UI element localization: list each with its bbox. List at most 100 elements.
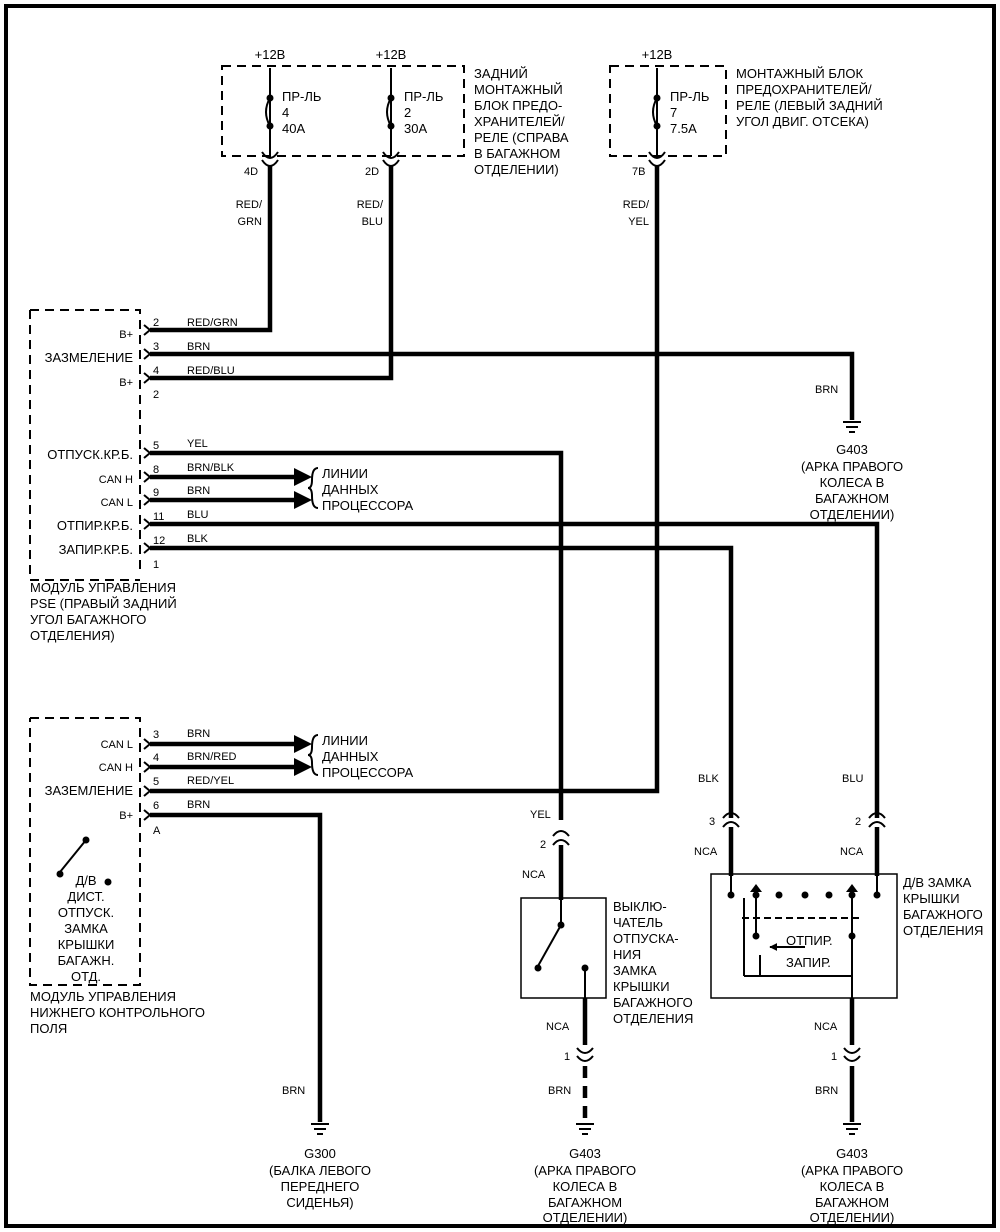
svg-text:G300: G300 xyxy=(304,1146,336,1161)
svg-text:12: 12 xyxy=(153,535,165,547)
svg-text:7: 7 xyxy=(670,105,677,120)
svg-text:RED/: RED/ xyxy=(357,199,384,211)
ground-g403-top: BRN G403 (АРКА ПРАВОГО КОЛЕСА В БАГАЖНОМ… xyxy=(801,384,903,522)
ground-icon xyxy=(576,1123,594,1135)
svg-text:ОТДЕЛЕНИИ): ОТДЕЛЕНИИ) xyxy=(474,162,559,177)
svg-text:RED/GRN: RED/GRN xyxy=(187,317,238,329)
svg-text:BRN: BRN xyxy=(187,728,210,740)
ground-g403-switch: G403 (АРКА ПРАВОГО КОЛЕСА В БАГАЖНОМ ОТД… xyxy=(534,1123,636,1225)
svg-text:NCA: NCA xyxy=(546,1021,570,1033)
svg-text:(АРКА ПРАВОГО: (АРКА ПРАВОГО xyxy=(801,1163,903,1178)
svg-text:ЗАПИР.КР.Б.: ЗАПИР.КР.Б. xyxy=(59,542,133,557)
svg-text:YEL: YEL xyxy=(628,216,649,228)
svg-text:ЗАМКА: ЗАМКА xyxy=(64,921,108,936)
svg-text:G403: G403 xyxy=(836,442,868,457)
svg-text:БАГАЖН.: БАГАЖН. xyxy=(58,953,115,968)
svg-text:КРЫШКИ: КРЫШКИ xyxy=(903,891,960,906)
svg-text:ПРЕДОХРАНИТЕЛЕЙ/: ПРЕДОХРАНИТЕЛЕЙ/ xyxy=(736,82,872,97)
svg-text:BRN: BRN xyxy=(548,1085,571,1097)
lower-control-module: CAN L CAN H ЗАЗЕМЛЕНИЕ B+ 3 4 5 6 A BRN … xyxy=(29,717,237,1036)
svg-text:ОТДЕЛЕНИИ): ОТДЕЛЕНИИ) xyxy=(810,507,895,522)
svg-text:ОТПУСК.КР.Б.: ОТПУСК.КР.Б. xyxy=(47,447,133,462)
svg-text:БАГАЖНОГО: БАГАЖНОГО xyxy=(903,907,983,922)
svg-text:1: 1 xyxy=(831,1051,837,1063)
svg-text:МОДУЛЬ УПРАВЛЕНИЯ: МОДУЛЬ УПРАВЛЕНИЯ xyxy=(30,989,176,1004)
svg-text:3: 3 xyxy=(153,341,159,353)
wire-blu xyxy=(150,521,880,818)
svg-text:ВЫКЛЮ-: ВЫКЛЮ- xyxy=(613,899,667,914)
svg-text:BRN: BRN xyxy=(282,1085,305,1097)
svg-text:РЕЛЕ (ЛЕВЫЙ ЗАДНИЙ: РЕЛЕ (ЛЕВЫЙ ЗАДНИЙ xyxy=(736,98,883,113)
svg-text:BRN/RED: BRN/RED xyxy=(187,751,237,763)
svg-text:УГОЛ БАГАЖНОГО: УГОЛ БАГАЖНОГО xyxy=(30,612,146,627)
svg-text:GRN: GRN xyxy=(238,216,263,228)
svg-text:G403: G403 xyxy=(569,1146,601,1161)
svg-text:40A: 40A xyxy=(282,121,305,136)
svg-text:4D: 4D xyxy=(244,166,258,178)
svg-text:ПОЛЯ: ПОЛЯ xyxy=(30,1021,67,1036)
svg-text:11: 11 xyxy=(153,511,164,523)
svg-text:ПРОЦЕССОРА: ПРОЦЕССОРА xyxy=(322,765,414,780)
svg-text:ОТДЕЛЕНИИ): ОТДЕЛЕНИИ) xyxy=(810,1210,895,1225)
fuse-connectors: 4D 2D 7B xyxy=(244,151,666,178)
data-lines-label: ЛИНИИ ДАННЫХ ПРОЦЕССОРА xyxy=(307,733,414,780)
ground-g300: BRN G300 (БАЛКА ЛЕВОГО ПЕРЕДНЕГО СИДЕНЬЯ… xyxy=(269,1085,371,1210)
remote-release-switch-icon xyxy=(56,836,112,886)
svg-text:CAN H: CAN H xyxy=(99,474,133,486)
svg-text:МОДУЛЬ УПРАВЛЕНИЯ: МОДУЛЬ УПРАВЛЕНИЯ xyxy=(30,580,176,595)
svg-text:RED/: RED/ xyxy=(236,199,263,211)
svg-text:YEL: YEL xyxy=(530,809,551,821)
wire-red-blu xyxy=(150,165,394,381)
svg-text:CAN L: CAN L xyxy=(101,497,133,509)
svg-text:ПР-ЛЬ: ПР-ЛЬ xyxy=(670,89,709,104)
svg-text:ЗАЗЕМЛЕНИЕ: ЗАЗЕМЛЕНИЕ xyxy=(45,783,134,798)
svg-text:ДАННЫХ: ДАННЫХ xyxy=(322,482,379,497)
svg-text:BRN/BLK: BRN/BLK xyxy=(187,462,235,474)
svg-text:БАГАЖНОМ: БАГАЖНОМ xyxy=(815,1195,889,1210)
ground-icon xyxy=(843,421,861,433)
svg-text:RED/BLU: RED/BLU xyxy=(187,365,235,377)
svg-text:2: 2 xyxy=(855,816,861,828)
svg-text:ДИСТ.: ДИСТ. xyxy=(67,889,104,904)
svg-text:2: 2 xyxy=(153,389,159,401)
svg-text:БАГАЖНОМ: БАГАЖНОМ xyxy=(548,1195,622,1210)
svg-text:BLU: BLU xyxy=(187,509,208,521)
svg-text:НИЯ: НИЯ xyxy=(613,947,641,962)
svg-text:CAN L: CAN L xyxy=(101,739,133,751)
svg-text:КОЛЕСА В: КОЛЕСА В xyxy=(553,1179,618,1194)
wire-brn-g300 xyxy=(150,812,323,1122)
svg-text:ЗАЗМЕЛЕНИЕ: ЗАЗМЕЛЕНИЕ xyxy=(45,350,134,365)
svg-text:ОТДЕЛЕНИИ): ОТДЕЛЕНИИ) xyxy=(543,1210,628,1225)
wire-yel xyxy=(150,450,564,820)
svg-text:7B: 7B xyxy=(632,166,645,178)
svg-text:ОТПУСКА-: ОТПУСКА- xyxy=(613,931,679,946)
wire-brn-ground xyxy=(150,351,855,420)
svg-text:ПЕРЕДНЕГО: ПЕРЕДНЕГО xyxy=(281,1179,360,1194)
engine-fuse-box: +12В ПР-ЛЬ 7 7.5A МОНТАЖНЫЙ БЛОК ПРЕДОХР… xyxy=(609,47,883,157)
svg-text:RED/: RED/ xyxy=(623,199,650,211)
svg-text:A: A xyxy=(153,825,161,837)
svg-text:4: 4 xyxy=(153,752,159,764)
svg-text:ЗАМКА: ЗАМКА xyxy=(613,963,657,978)
svg-text:ОТПУСК.: ОТПУСК. xyxy=(58,905,114,920)
svg-text:ОТД.: ОТД. xyxy=(71,969,101,984)
svg-text:МОНТАЖНЫЙ БЛОК: МОНТАЖНЫЙ БЛОК xyxy=(736,66,864,81)
svg-text:B+: B+ xyxy=(119,810,133,822)
svg-text:CAN H: CAN H xyxy=(99,762,133,774)
svg-text:ОТДЕЛЕНИЯ: ОТДЕЛЕНИЯ xyxy=(903,923,983,938)
svg-text:НИЖНЕГО КОНТРОЛЬНОГО: НИЖНЕГО КОНТРОЛЬНОГО xyxy=(30,1005,205,1020)
svg-text:(АРКА ПРАВОГО: (АРКА ПРАВОГО xyxy=(801,459,903,474)
ground-icon xyxy=(311,1123,329,1135)
svg-text:2: 2 xyxy=(153,317,159,329)
svg-text:КРЫШКИ: КРЫШКИ xyxy=(58,937,115,952)
svg-text:Д/В: Д/В xyxy=(75,873,96,888)
svg-text:7.5A: 7.5A xyxy=(670,121,697,136)
svg-text:3: 3 xyxy=(153,729,159,741)
svg-text:BRN: BRN xyxy=(815,1085,838,1097)
svg-text:РЕЛЕ (СПРАВА: РЕЛЕ (СПРАВА xyxy=(474,130,569,145)
svg-text:ЛИНИИ: ЛИНИИ xyxy=(322,733,368,748)
svg-text:(АРКА ПРАВОГО: (АРКА ПРАВОГО xyxy=(534,1163,636,1178)
svg-text:2: 2 xyxy=(404,105,411,120)
svg-text:КОЛЕСА В: КОЛЕСА В xyxy=(820,1179,885,1194)
svg-text:ОТДЕЛЕНИЯ: ОТДЕЛЕНИЯ xyxy=(613,1011,693,1026)
